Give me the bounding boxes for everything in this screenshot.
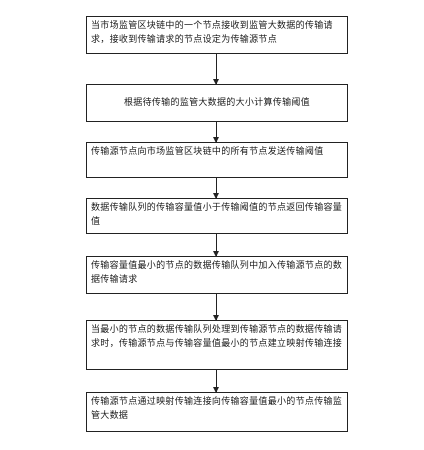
arrow-1-to-2 <box>213 54 219 85</box>
step-7-box: 传输源节点通过映射传输连接向传输容量值最小的节点传输监管大数据 <box>86 392 348 432</box>
arrow-4-to-5 <box>213 234 219 257</box>
step-6-box: 当最小的节点的数据传输队列处理到传输源节点的数据传输请求时，传输源节点与传输容量… <box>86 320 348 370</box>
arrow-6-to-7 <box>213 370 219 393</box>
step-4-box: 数据传输队列的传输容量值小于传输阈值的节点返回传输容量值 <box>86 198 348 234</box>
step-2-box: 根据待传输的监管大数据的大小计算传输阈值 <box>86 84 348 122</box>
step-5-box: 传输容量值最小的节点的数据传输队列中加入传输源节点的数据传输请求 <box>86 256 348 294</box>
arrow-5-to-6 <box>213 294 219 321</box>
arrow-2-to-3 <box>213 122 219 143</box>
step-3-box: 传输源节点向市场监管区块链中的所有节点发送传输阈值 <box>86 142 348 178</box>
arrow-3-to-4 <box>213 178 219 199</box>
step-1-box: 当市场监管区块链中的一个节点接收到监管大数据的传输请求，接收到传输请求的节点设定… <box>86 16 348 54</box>
